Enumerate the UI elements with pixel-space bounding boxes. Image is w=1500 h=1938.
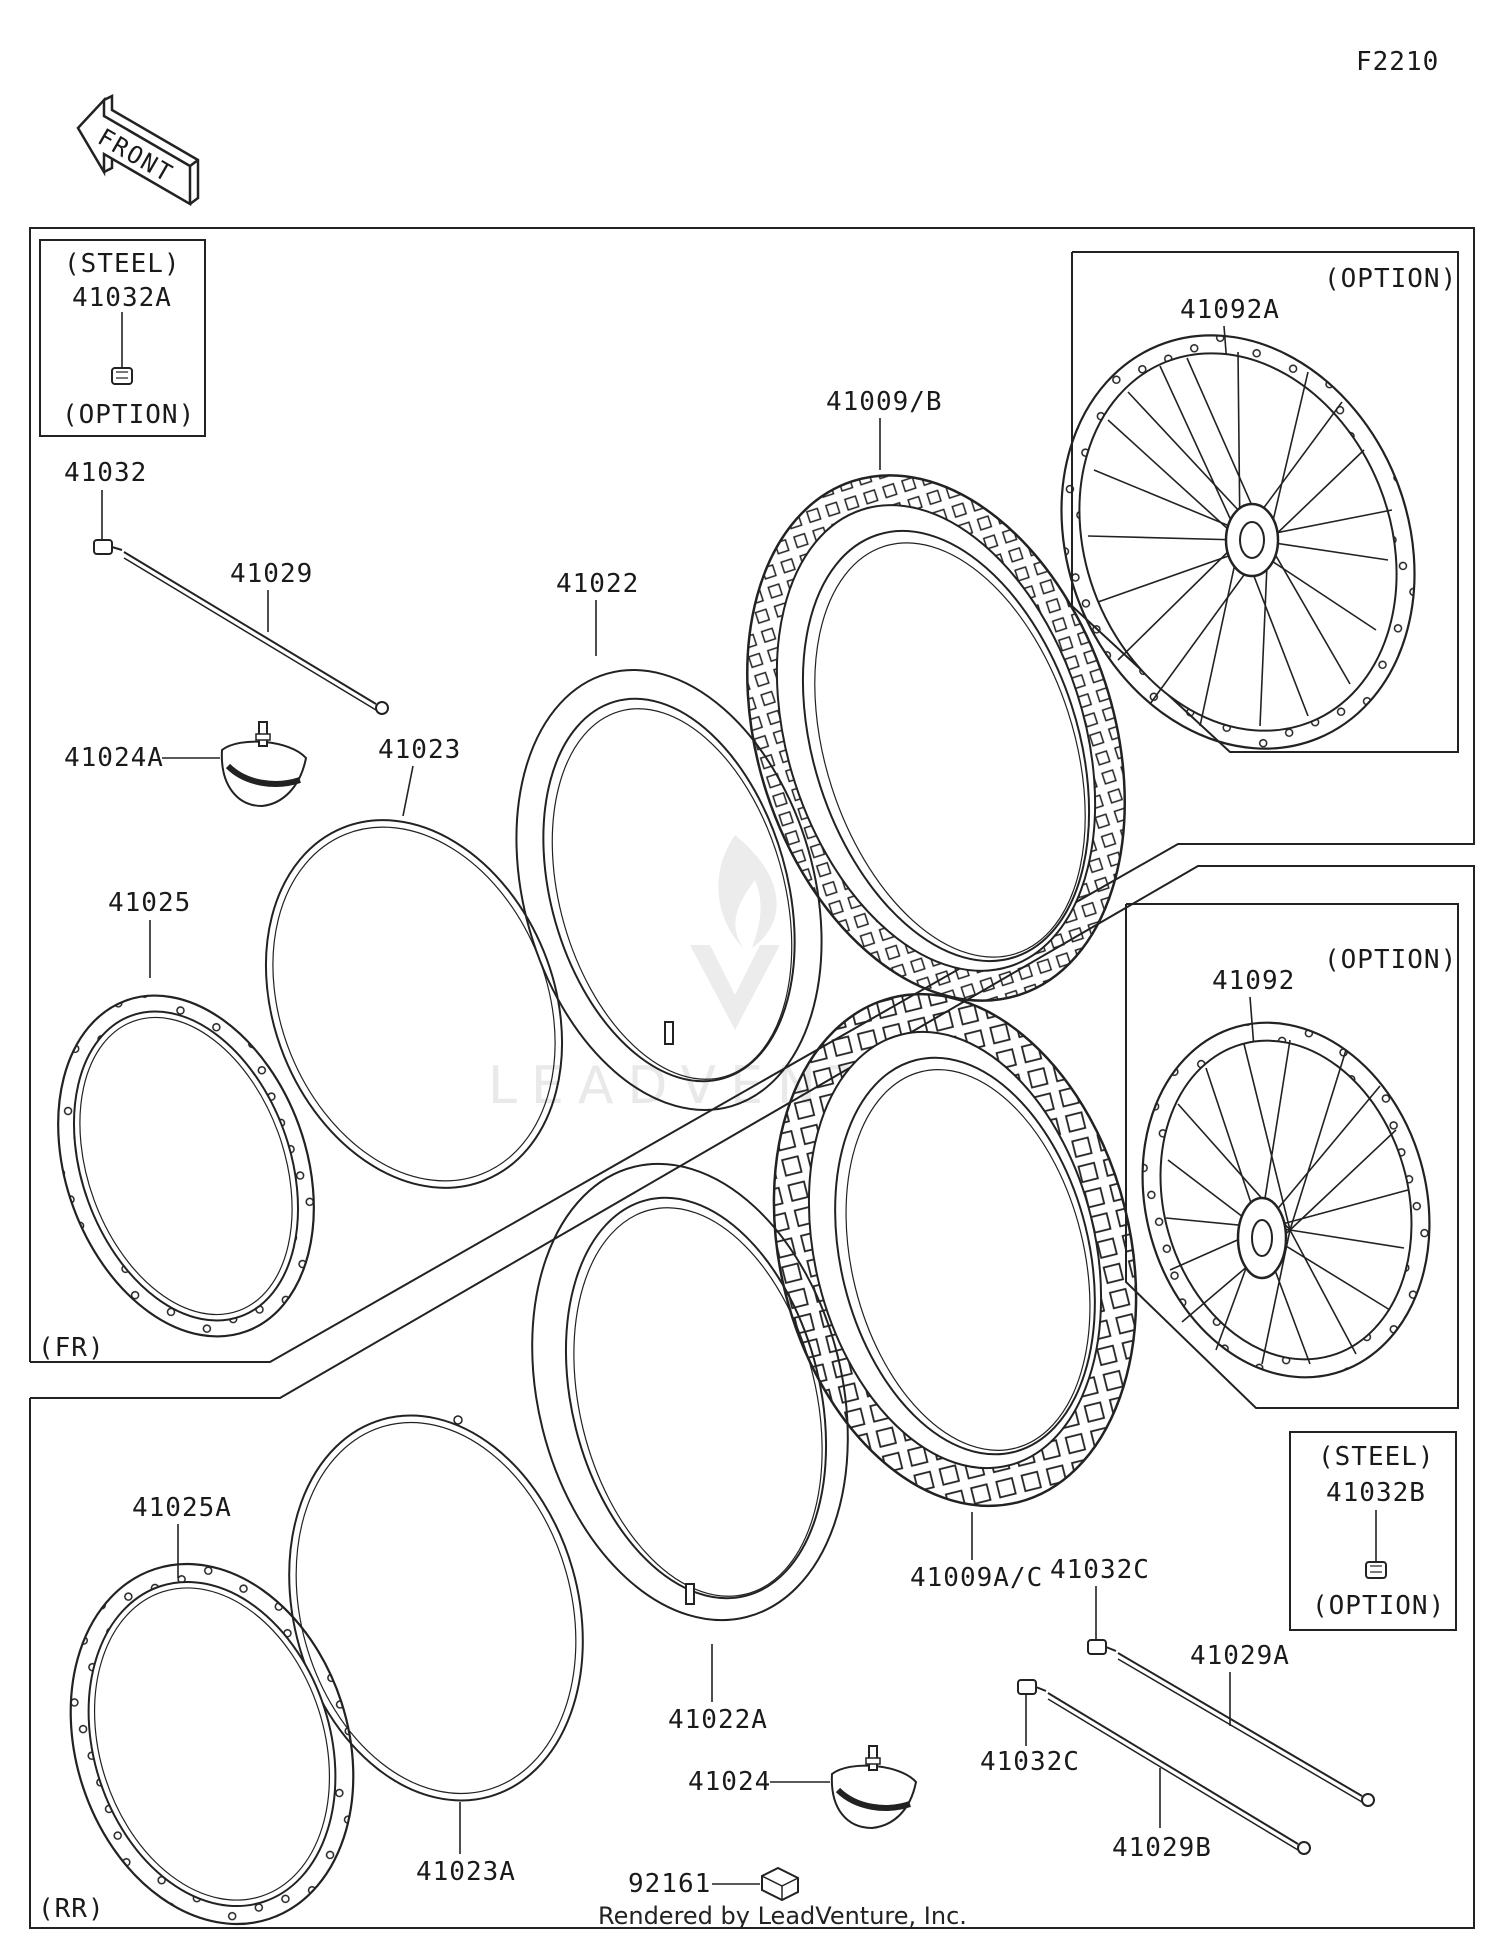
tire-rear (772, 992, 1138, 1508)
spoke-nipple-rear-a-icon (1087, 1639, 1117, 1655)
part-label-41024: 41024 (688, 1767, 771, 1797)
rear-section-label: (RR) (38, 1894, 105, 1924)
part-label-41092A: 41092A (1180, 295, 1280, 325)
option-note-rear-wheel: (OPTION) (1324, 945, 1457, 975)
spoke-nipple-rear-b-icon (1017, 1679, 1047, 1695)
option-note-a: (OPTION) (62, 400, 195, 430)
part-label-41023A: 41023A (416, 1857, 516, 1887)
front-section-frame (29, 227, 1475, 1363)
rim-lock-rear-icon (830, 1745, 918, 1830)
footer-credit: Rendered by LeadVenture, Inc. (598, 1902, 967, 1930)
part-label-41032A: 41032A (72, 283, 172, 313)
part-label-41032B: 41032B (1326, 1478, 1426, 1508)
rear-section-frame (29, 865, 1475, 1929)
pad-icon (761, 1866, 799, 1902)
part-label-41032C-top: 41032C (1050, 1555, 1150, 1585)
part-label-41029B: 41029B (1112, 1833, 1212, 1863)
rim-front (57, 994, 315, 1338)
part-label-41024A: 41024A (64, 743, 164, 773)
steel-note-b: (STEEL) (1318, 1442, 1435, 1472)
wheel-assembly-front-option (1060, 334, 1416, 750)
part-label-41025: 41025 (108, 888, 191, 918)
steel-note-a: (STEEL) (64, 249, 181, 279)
spoke-icon (123, 551, 389, 715)
part-label-41022A: 41022A (668, 1705, 768, 1735)
front-section-label: (FR) (38, 1333, 105, 1363)
part-label-41029: 41029 (230, 559, 313, 589)
steel-valve-option-box-a (39, 239, 206, 437)
option-note-front-wheel: (OPTION) (1324, 264, 1457, 294)
part-label-41025A: 41025A (132, 1493, 232, 1523)
rim-lock-icon (220, 721, 308, 808)
part-label-41029A: 41029A (1190, 1641, 1290, 1671)
part-label-41032: 41032 (64, 458, 147, 488)
inner-tube-rear (531, 1162, 849, 1622)
part-label-41032C-bottom: 41032C (980, 1747, 1080, 1777)
steel-valve-option-box-b (1289, 1431, 1457, 1631)
front-arrow-icon: FRONT (76, 93, 200, 207)
part-label-41009B: 41009/B (826, 387, 943, 417)
part-label-41009AC: 41009A/C (910, 1563, 1043, 1593)
figure-code: F2210 (1356, 47, 1439, 77)
tire-front (746, 474, 1126, 1002)
option-note-b: (OPTION) (1312, 1591, 1445, 1621)
valve-cap-icon (111, 367, 133, 385)
wheel-assembly-rear-option (1141, 1021, 1431, 1379)
part-label-41023: 41023 (378, 735, 461, 765)
spoke-rear-a-icon (1117, 1652, 1375, 1807)
rim-rear (69, 1562, 355, 1926)
spoke-rear-b-icon (1047, 1692, 1311, 1855)
valve-cap-b-icon (1365, 1561, 1387, 1579)
part-label-92161: 92161 (628, 1869, 711, 1899)
part-label-41022: 41022 (556, 569, 639, 599)
part-label-41092: 41092 (1212, 966, 1295, 996)
spoke-nipple-icon (93, 539, 123, 555)
